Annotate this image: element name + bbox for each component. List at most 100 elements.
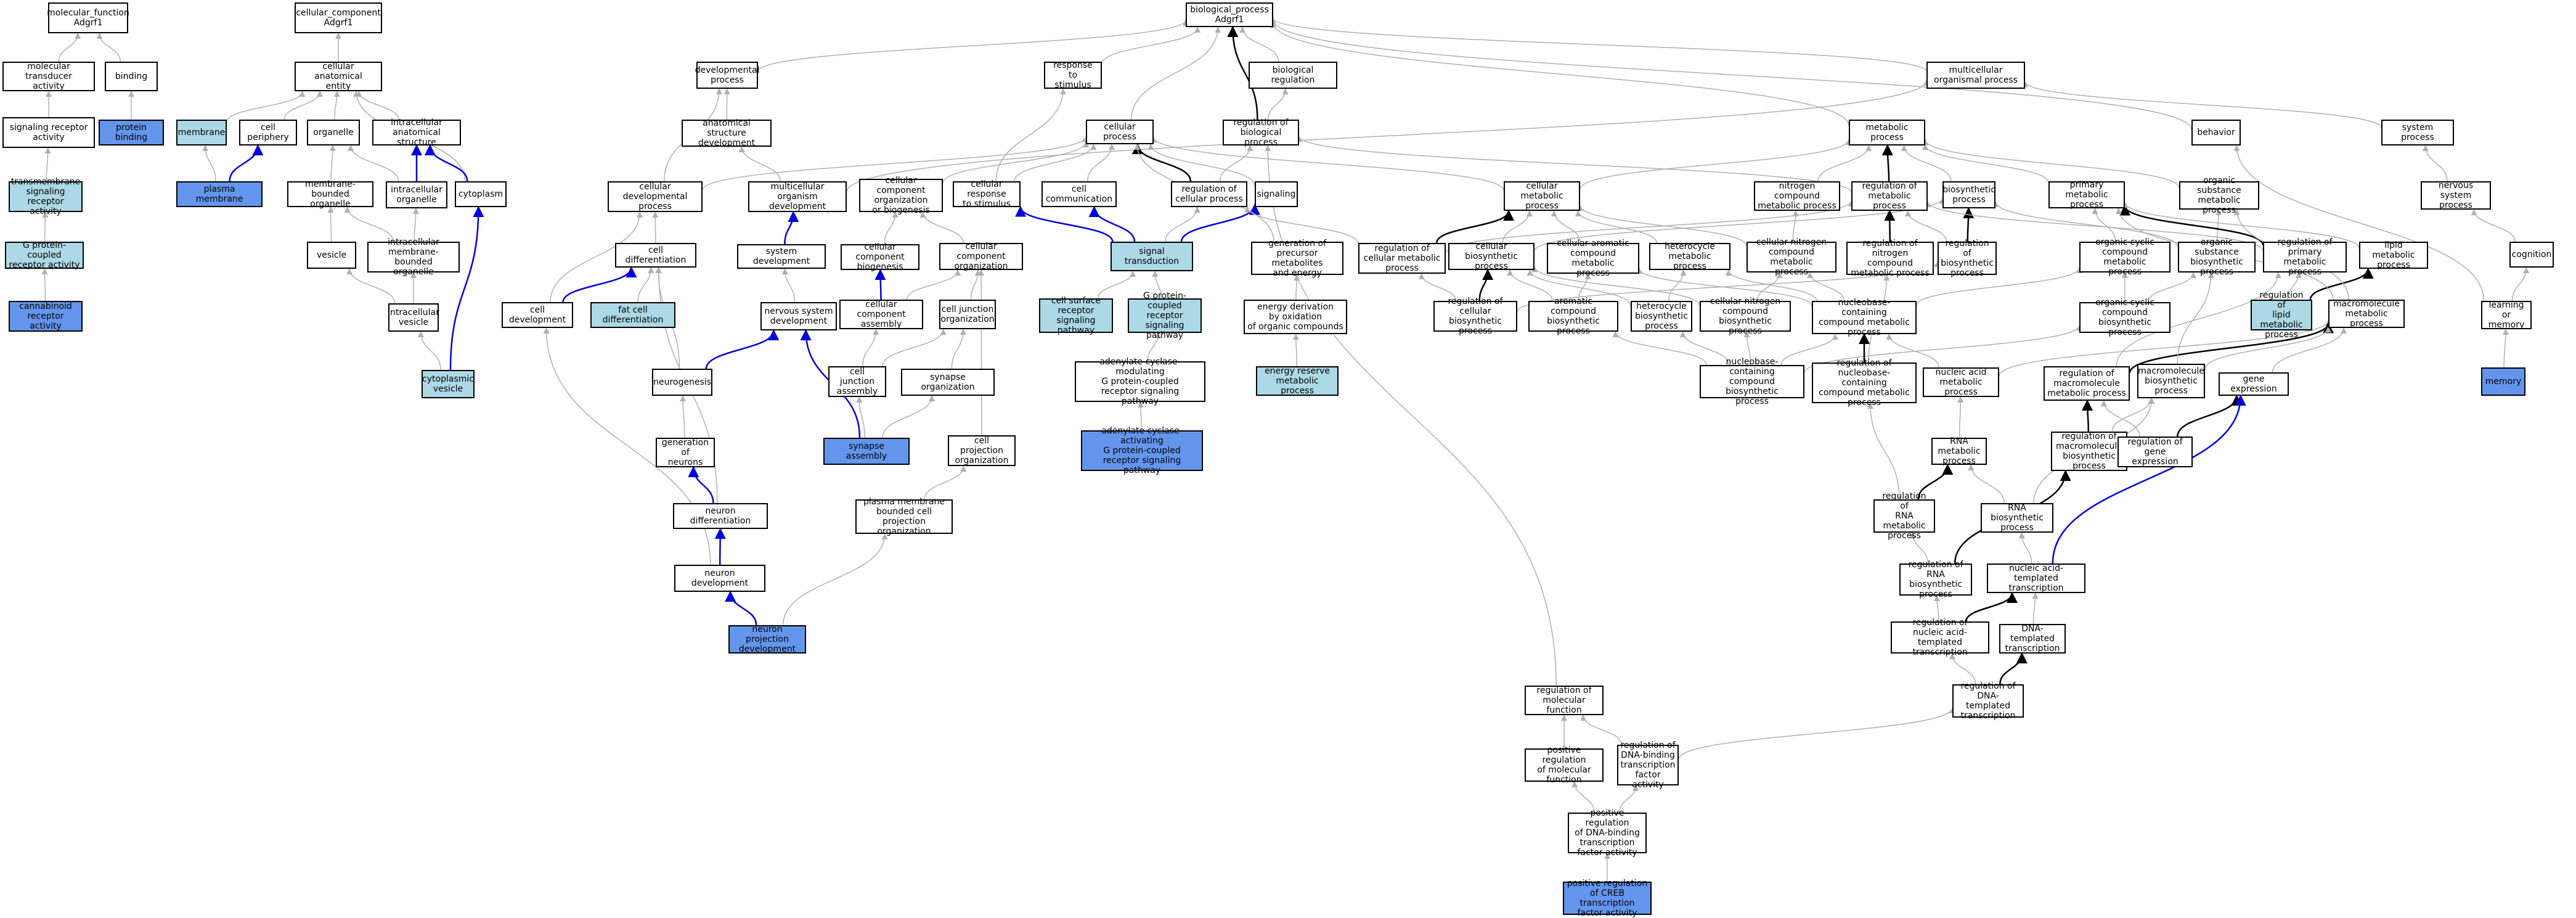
go-term-protbind: protein binding (99, 120, 164, 145)
go-term-celldiff: cell differentiation (615, 243, 696, 268)
go-term-cc: cellular_component Adgrf1 (295, 2, 382, 33)
go-term-cv: cytoplasmic vesicle (422, 370, 475, 398)
go-term-organelle: organelle (307, 120, 360, 145)
go-term-ccob: cellular component organization or bioge… (859, 179, 943, 212)
go-term-rdtt: regulation of DNA-templated transcriptio… (1952, 684, 2024, 718)
go-term-sigtrans: signal transduction (1111, 242, 1193, 271)
go-term-rnabp: RNA biosynthetic process (1981, 503, 2053, 533)
go-term-binding: binding (105, 62, 158, 91)
go-term-ccbio: cellular component biogenesis (841, 244, 919, 270)
go-term-nccbp: nucleobase-containing compound biosynthe… (1700, 365, 1804, 398)
go-term-fatcell: fat cell differentiation (590, 302, 675, 328)
go-term-synorg: synapse organization (901, 369, 995, 396)
go-term-mbp: macromolecule biosynthetic process (2137, 364, 2205, 398)
go-term-rnccmp: regulation of nucleobase-containing comp… (1812, 363, 1917, 403)
go-term-rrnabp: regulation of RNA biosynthetic process (1899, 564, 1972, 596)
go-term-gpme: generation of precursor metabolites and … (1251, 242, 1343, 275)
go-term-io: intracellular organelle (386, 181, 447, 208)
go-term-cannab: cannabinoid receptor activity (9, 301, 83, 332)
go-term-occmp: organic cyclic compound metabolic proces… (2079, 242, 2170, 273)
go-term-ias: intracellular anatomical structure (372, 120, 461, 145)
go-term-sra: signaling receptor activity (2, 117, 95, 148)
go-term-rbiosyn: regulation of biosynthetic process (1938, 242, 1997, 275)
go-term-gpcr: G protein-coupled receptor activity (5, 242, 84, 269)
go-term-acagp: adenylate cyclase-activating G protein-c… (1081, 430, 1203, 471)
go-term-lom: learning or memory (2481, 301, 2532, 329)
go-term-rnatt: regulation of nucleic acid-templated tra… (1891, 621, 1989, 654)
go-term-rnamp: RNA metabolic process (1931, 438, 1987, 465)
go-term-mod: multicellular organism development (748, 181, 847, 212)
go-term-cja: cell junction assembly (828, 366, 886, 397)
go-term-acmgp: adenylate cyclase-modulating G protein-c… (1075, 361, 1205, 402)
go-term-prcreb: positive regulation of CREB transcriptio… (1563, 882, 1652, 915)
go-term-biosyn: biosynthetic process (1942, 181, 1995, 208)
go-term-crs: cellular response to stimulus (953, 181, 1021, 207)
go-term-prmf: positive regulation of molecular functio… (1525, 748, 1604, 782)
go-term-nccmp: nucleobase-containing compound metabolic… (1812, 301, 1917, 334)
go-term-occbp: organic cyclic compound biosynthetic pro… (2079, 302, 2170, 333)
go-term-cmp: cellular metabolic process (1504, 181, 1580, 211)
go-term-cca: cellular component assembly (839, 300, 923, 329)
go-term-sysproc: system process (2381, 120, 2454, 145)
go-term-rmmp: regulation of macromolecule metabolic pr… (2044, 366, 2130, 401)
go-term-edo: energy derivation by oxidation of organi… (1244, 300, 1347, 334)
go-term-osbp: organic substance biosynthetic process (2178, 242, 2256, 273)
go-term-asd: anatomical structure development (682, 120, 772, 147)
go-term-nsp: nervous system process (2421, 181, 2491, 210)
go-term-rts: response to stimulus (1044, 62, 1102, 89)
go-term-natt: nucleic acid-templated transcription (1987, 564, 2085, 593)
go-term-hbp: heterocycle biosynthetic process (1631, 301, 1692, 332)
go-term-sysdev: system development (737, 244, 826, 269)
go-term-cco: cellular component organization (939, 243, 1023, 270)
go-term-ncmp: nitrogen compound metabolic process (1754, 181, 1840, 211)
go-term-cjo: cell junction organization (939, 300, 996, 329)
go-term-osmp: organic substance metabolic process (2179, 181, 2259, 210)
go-term-neurdiff: neuron differentiation (673, 503, 768, 529)
go-term-celldev: cell development (502, 302, 573, 328)
go-term-rcmp: regulation of cellular metabolic process (1358, 243, 1446, 274)
go-term-pmbcpo: plasma membrane bounded cell projection … (855, 499, 953, 534)
go-term-rbp: regulation of biological process (1223, 120, 1299, 145)
go-term-mta: molecular transducer activity (2, 62, 95, 91)
go-term-ermp: energy reserve metabolic process (1256, 366, 1339, 396)
go-term-memory: memory (2481, 367, 2525, 396)
go-term-pm: plasma membrane (176, 181, 263, 207)
go-term-namp: nucleic acid metabolic process (1923, 367, 1999, 397)
go-term-cellcomm: cell communication (1041, 181, 1117, 207)
go-term-mbo: membrane-bounded organelle (287, 181, 373, 207)
go-term-synasm: synapse assembly (823, 438, 910, 465)
go-term-rmbp: regulation of macromolecule biosynthetic… (2051, 432, 2127, 471)
go-term-iv: intracellular vesicle (388, 303, 439, 332)
go-term-rmp: regulation of metabolic process (1851, 181, 1928, 211)
go-term-bp: biological_process Adgrf1 (1186, 2, 1273, 27)
go-term-cytoplasm: cytoplasm (455, 181, 507, 207)
go-term-npd: neuron projection development (728, 625, 806, 654)
go-term-cellproc: cellular process (1086, 120, 1154, 144)
go-term-neurdev: neuron development (674, 565, 765, 592)
go-term-genneur: generation of neurons (656, 438, 715, 467)
go-term-rge: regulation of gene expression (2117, 436, 2193, 467)
go-term-devproc: developmental process (696, 62, 758, 89)
go-term-metproc: metabolic process (1849, 120, 1925, 145)
go-term-rpmp: regulation of primary metabolic process (2263, 242, 2347, 273)
go-term-cognition: cognition (2509, 242, 2554, 268)
go-term-tmsra: transmembrane signaling receptor activit… (9, 181, 83, 212)
go-term-cacmp: cellular aromatic compound metabolic pro… (1547, 243, 1639, 274)
go-term-geneexp: gene expression (2219, 372, 2289, 396)
go-term-rncmp: regulation of nitrogen compound metaboli… (1846, 242, 1934, 275)
go-term-rdbtf: regulation of DNA-binding transcription … (1617, 745, 1679, 785)
go-term-mmp: macromolecule metabolic process (2328, 300, 2405, 328)
go-term-acbp: aromatic compound biosynthetic process (1528, 301, 1618, 332)
go-term-rmf: regulation of molecular function (1525, 686, 1604, 715)
go-term-behavior: behavior (2191, 120, 2241, 145)
go-term-mop: multicellular organismal process (1926, 62, 2025, 89)
go-term-cellper: cell periphery (239, 120, 297, 145)
go-term-cbp: cellular biosynthetic process (1448, 243, 1535, 270)
go-term-imbo: intracellular membrane-bounded organelle (367, 242, 460, 273)
go-term-lipmp: lipid metabolic process (2359, 242, 2428, 269)
go-term-prdbtf: positive regulation of DNA-binding trans… (1568, 813, 1647, 853)
go-term-mf: molecular_function Adgrf1 (48, 2, 128, 33)
go-term-nsd: nervous system development (760, 302, 837, 330)
go-term-membrane: membrane (176, 120, 227, 145)
go-term-pmp: primary metabolic process (2048, 181, 2125, 208)
